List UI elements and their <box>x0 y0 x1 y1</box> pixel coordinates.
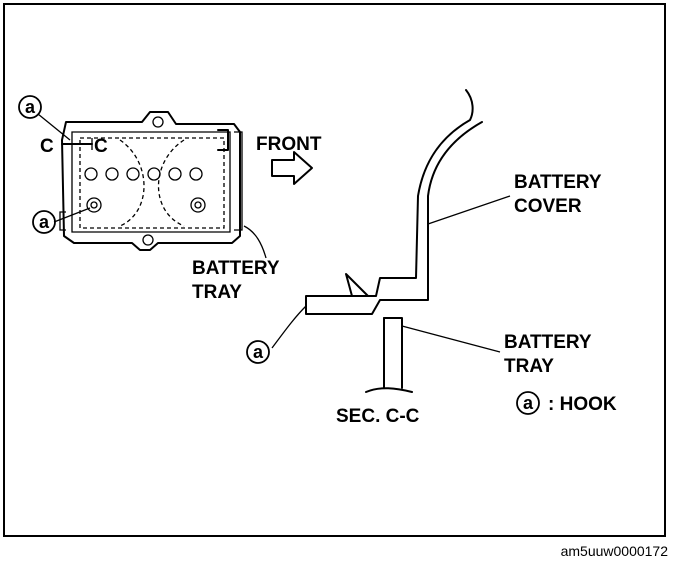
hook-legend-circle <box>516 391 540 415</box>
front-label: FRONT <box>256 134 322 155</box>
hook-legend-text: : HOOK <box>548 394 617 415</box>
tray-label-sec-line1: BATTERY <box>504 332 592 353</box>
figure-code: am5uuw0000172 <box>561 543 669 559</box>
tray-label-top-line2: TRAY <box>192 282 242 303</box>
hook-marker-circle-section <box>246 340 270 364</box>
tray-label-top-line1: BATTERY <box>192 258 280 279</box>
hook-marker-top: a <box>25 97 36 117</box>
front-arrow <box>271 151 313 185</box>
cover-label-line2: COVER <box>514 196 582 217</box>
hook-marker-bottom: a <box>39 212 50 232</box>
hook-marker-circle-bottom <box>32 210 56 234</box>
hook-marker-circle-top <box>18 95 42 119</box>
section-title: SEC. C-C <box>336 406 420 427</box>
diagram-frame <box>3 3 666 537</box>
cover-label-line1: BATTERY <box>514 172 602 193</box>
tray-label-sec-line2: TRAY <box>504 356 554 377</box>
section-letter-left: C <box>40 136 54 157</box>
hook-legend-marker: a <box>523 393 534 413</box>
section-letter-right: C <box>94 136 108 157</box>
section-c-c-view <box>271 89 511 393</box>
battery-top-view <box>37 111 267 259</box>
hook-marker-section: a <box>253 342 264 362</box>
battery-cells <box>84 167 203 181</box>
